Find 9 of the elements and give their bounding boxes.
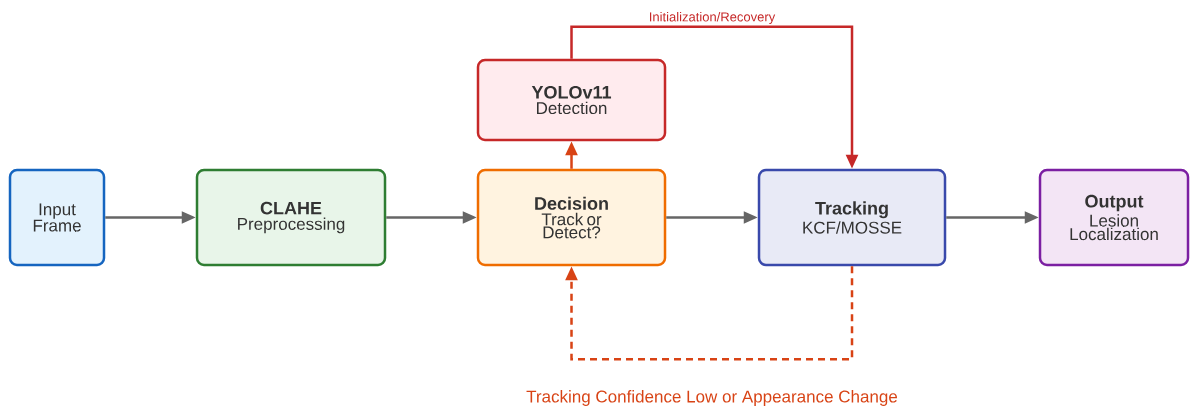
process-box: Output Lesion Localization [1038, 168, 1190, 267]
process-box: Decision Track or Detect? [476, 168, 667, 267]
process-box: CLAHE Preprocessing [195, 168, 387, 267]
process-box: Tracking KCF/MOSSE [757, 168, 947, 267]
process-box: Input Frame [8, 168, 106, 267]
edge-label: Initialization/Recovery [647, 10, 777, 26]
arrow [565, 266, 854, 361]
edge-label: Tracking Confidence Low or Appearance Change [525, 389, 899, 407]
process-box: YOLOv11 Detection [476, 58, 667, 142]
